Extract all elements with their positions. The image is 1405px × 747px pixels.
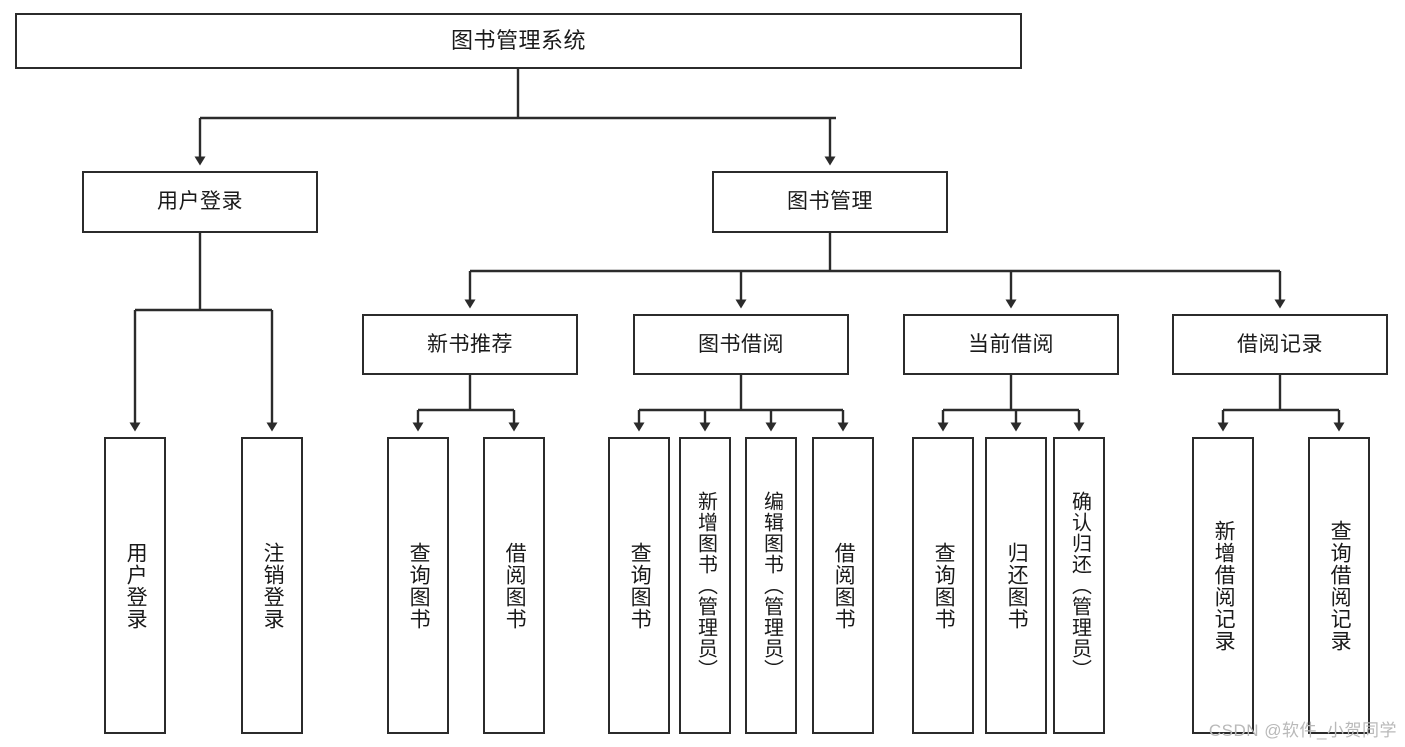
- node-leaf-edit-book-admin[interactable]: 编辑图书（管理员）: [745, 437, 797, 734]
- node-leaf-logout[interactable]: 注销登录: [241, 437, 303, 734]
- node-leaf-query-borrow-record[interactable]: 查询借阅记录: [1308, 437, 1370, 734]
- node-leaf-query-book-current[interactable]: 查询图书: [912, 437, 974, 734]
- node-leaf-borrow-book-new[interactable]: 借阅图书: [483, 437, 545, 734]
- node-leaf-user-login-label: 用户登录: [124, 541, 148, 630]
- node-leaf-confirm-return-admin[interactable]: 确认归还（管理员）: [1053, 437, 1105, 734]
- node-new-book-recommend-label: 新书推荐: [427, 332, 513, 356]
- node-leaf-query-borrow-record-label: 查询借阅记录: [1328, 519, 1352, 652]
- node-book-manage-label: 图书管理: [787, 190, 873, 214]
- node-root[interactable]: 图书管理系统: [15, 13, 1022, 69]
- node-leaf-confirm-return-admin-label: 确认归还（管理员）: [1068, 491, 1091, 680]
- node-leaf-query-book-new[interactable]: 查询图书: [387, 437, 449, 734]
- node-user-login-label: 用户登录: [157, 190, 243, 214]
- node-borrow-record[interactable]: 借阅记录: [1172, 314, 1388, 375]
- node-leaf-return-book-label: 归还图书: [1005, 541, 1029, 630]
- node-current-borrow[interactable]: 当前借阅: [903, 314, 1119, 375]
- node-leaf-add-book-admin-label: 新增图书（管理员）: [694, 491, 717, 680]
- node-leaf-borrow-book-new-label: 借阅图书: [503, 541, 527, 630]
- node-book-manage[interactable]: 图书管理: [712, 171, 948, 233]
- node-leaf-query-book-borrow-label: 查询图书: [628, 541, 652, 630]
- node-leaf-query-book-new-label: 查询图书: [407, 541, 431, 630]
- node-leaf-add-borrow-record-label: 新增借阅记录: [1212, 519, 1236, 652]
- node-leaf-add-book-admin[interactable]: 新增图书（管理员）: [679, 437, 731, 734]
- node-leaf-user-login[interactable]: 用户登录: [104, 437, 166, 734]
- node-leaf-logout-label: 注销登录: [261, 541, 285, 630]
- node-current-borrow-label: 当前借阅: [968, 332, 1054, 356]
- node-root-label: 图书管理系统: [450, 27, 586, 53]
- node-leaf-borrow-book-label: 借阅图书: [832, 541, 856, 630]
- node-borrow-record-label: 借阅记录: [1237, 332, 1323, 356]
- node-leaf-add-borrow-record[interactable]: 新增借阅记录: [1192, 437, 1254, 734]
- node-leaf-edit-book-admin-label: 编辑图书（管理员）: [760, 491, 783, 680]
- node-book-borrow[interactable]: 图书借阅: [633, 314, 849, 375]
- node-leaf-query-book-current-label: 查询图书: [932, 541, 956, 630]
- watermark: CSDN @软件_小贺同学: [1208, 721, 1397, 740]
- node-user-login[interactable]: 用户登录: [82, 171, 318, 233]
- node-book-borrow-label: 图书借阅: [698, 332, 784, 356]
- node-leaf-return-book[interactable]: 归还图书: [985, 437, 1047, 734]
- node-leaf-query-book-borrow[interactable]: 查询图书: [608, 437, 670, 734]
- node-new-book-recommend[interactable]: 新书推荐: [362, 314, 578, 375]
- node-leaf-borrow-book[interactable]: 借阅图书: [812, 437, 874, 734]
